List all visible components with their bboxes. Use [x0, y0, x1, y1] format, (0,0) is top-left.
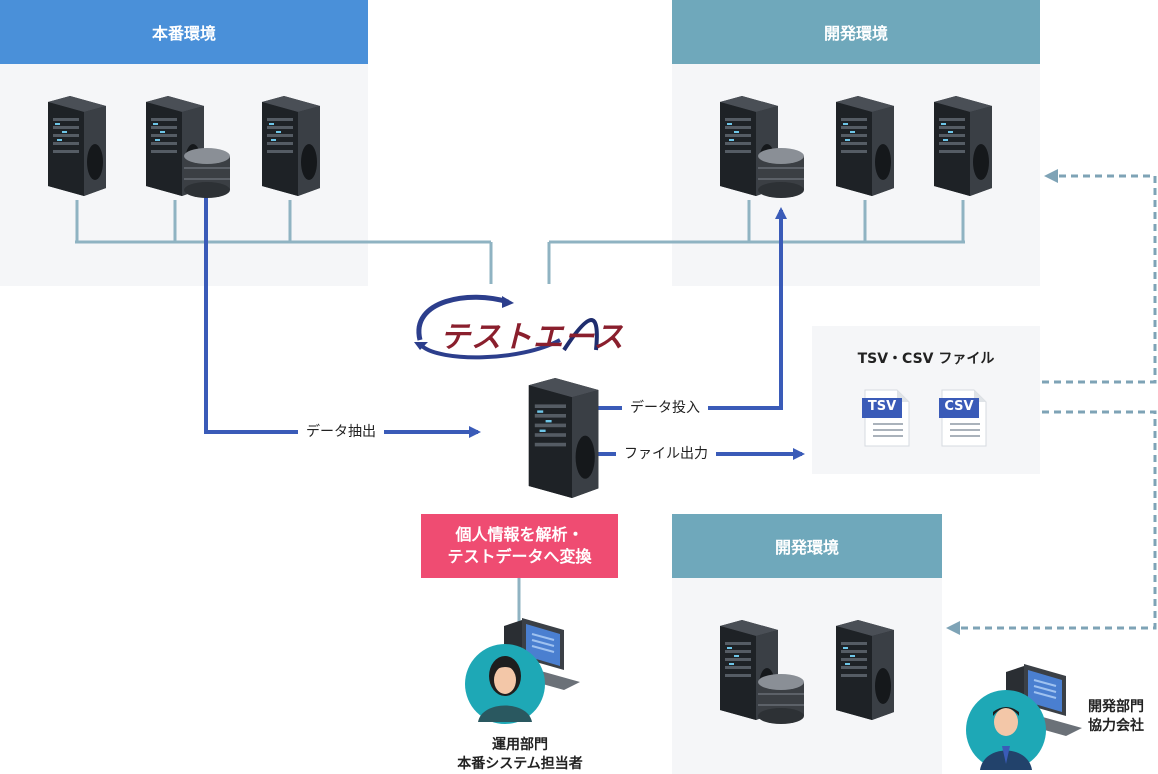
partner-caption: 開発部門 協力会社 [1088, 698, 1158, 736]
load-label: データ投入 [622, 398, 708, 418]
file-box [812, 326, 1040, 474]
csv-file-label: CSV [944, 399, 974, 414]
process-line-2: テストデータへ変換 [447, 547, 592, 566]
operator-avatar [465, 644, 545, 724]
logo-swoosh [414, 294, 599, 360]
process-line-1: 個人情報を解析・ [455, 525, 584, 544]
production-server-3 [262, 96, 320, 196]
process-box: 個人情報を解析・ テストデータへ変換 [421, 514, 618, 578]
development-database [757, 147, 805, 199]
production-panel-title: 本番環境 [0, 0, 368, 64]
development-server-2 [836, 96, 894, 196]
dashed-flows [946, 169, 1157, 635]
development-panel-top-title: 開発環境 [672, 0, 1040, 64]
file-output-label: ファイル出力 [616, 444, 716, 464]
load-flow [555, 207, 787, 410]
development-top-connectors [547, 200, 965, 284]
operator-line-2: 本番システム担当者 [457, 756, 583, 772]
tsv-file-label: TSV [867, 399, 897, 414]
operator-line-1: 運用部門 [492, 737, 548, 753]
extract-label: データ抽出 [298, 422, 384, 442]
production-server-1 [48, 96, 106, 196]
center-server [528, 378, 599, 499]
extract-flow [204, 196, 481, 438]
partner-line-2: 協力会社 [1088, 718, 1144, 734]
development-server-3 [934, 96, 992, 196]
partner-line-1: 開発部門 [1088, 699, 1144, 715]
file-box-title: TSV・CSV ファイル [857, 351, 995, 367]
partner-avatar [966, 690, 1046, 770]
development-bottom-server-2 [836, 620, 894, 720]
operator-caption: 運用部門 本番システム担当者 [420, 736, 620, 774]
production-database [183, 147, 231, 199]
logo-text: テストエース [440, 320, 625, 355]
production-connectors [75, 200, 493, 284]
development-bottom-database [757, 673, 805, 725]
development-panel-bottom-title: 開発環境 [672, 514, 942, 578]
